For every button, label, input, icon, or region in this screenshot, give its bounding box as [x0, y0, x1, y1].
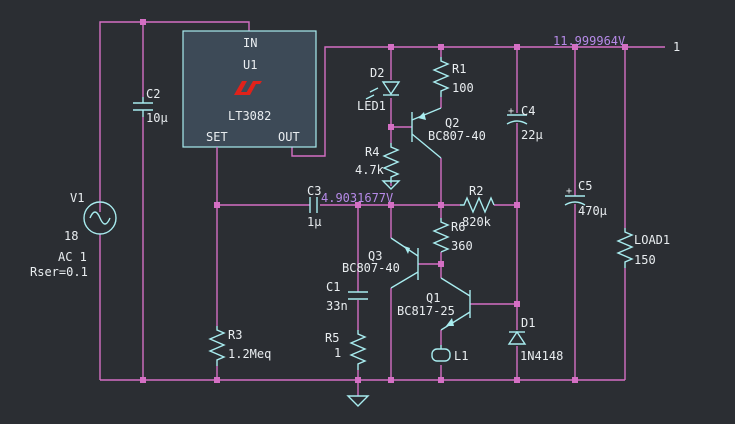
q1-transistor[interactable]: Q1 BC817-25 — [397, 277, 471, 331]
v1-value: 18 — [64, 229, 78, 243]
c1-value: 33n — [326, 299, 348, 313]
q2-ref: Q2 — [445, 116, 459, 130]
u1-pin-set: SET — [206, 130, 228, 144]
load1-value: 150 — [634, 253, 656, 267]
polarity-plus-icon: + — [566, 186, 572, 197]
c5-capacitor[interactable]: + C5 470µ — [564, 179, 607, 218]
r3-resistor[interactable]: R3 1.2Meq — [208, 326, 271, 366]
r4-resistor[interactable]: R4 4.7k — [355, 143, 401, 190]
q3-ref: Q3 — [368, 249, 382, 263]
load1-ref: LOAD1 — [634, 233, 670, 247]
r1-resistor[interactable]: R1 100 — [432, 57, 474, 97]
c4-ref: C4 — [521, 104, 535, 118]
d2-led[interactable]: D2 LED1 — [357, 66, 401, 113]
r6-value: 360 — [451, 239, 473, 253]
load1-resistor[interactable]: LOAD1 150 — [616, 228, 670, 268]
u1-ref: U1 — [243, 58, 257, 72]
v1-ref: V1 — [70, 191, 84, 205]
d2-ref: D2 — [370, 66, 384, 80]
ground-icon — [381, 180, 401, 190]
r2-value: 820k — [462, 215, 492, 229]
u1-part: LT3082 — [228, 109, 271, 123]
r2-ref: R2 — [469, 184, 483, 198]
r6-ref: R6 — [451, 220, 465, 234]
ground-icon — [346, 395, 370, 407]
q2-transistor[interactable]: Q2 BC807-40 — [411, 107, 486, 159]
u1-pin-in: IN — [243, 36, 257, 50]
net-out-label: 1 — [673, 40, 680, 54]
d1-diode[interactable]: D1 1N4148 — [507, 316, 563, 363]
r3-ref: R3 — [228, 328, 242, 342]
l1-ref: L1 — [454, 349, 468, 363]
c2-capacitor[interactable]: C2 10µ — [133, 87, 168, 125]
r1-value: 100 — [452, 81, 474, 95]
c1-ref: C1 — [326, 280, 340, 294]
c2-ref: C2 — [146, 87, 160, 101]
r6-resistor[interactable]: R6 360 — [432, 218, 473, 253]
q2-value: BC807-40 — [428, 129, 486, 143]
r1-ref: R1 — [452, 62, 466, 76]
v1-voltage-source[interactable]: V1 18 AC 1 Rser=0.1 — [30, 191, 117, 279]
sine-icon — [89, 211, 111, 225]
c5-ref: C5 — [578, 179, 592, 193]
l1-lamp[interactable]: L1 — [431, 345, 468, 363]
light-emission-icon — [365, 87, 379, 100]
u1-pin-out: OUT — [278, 130, 300, 144]
d1-ref: D1 — [521, 316, 535, 330]
c2-value: 10µ — [146, 111, 168, 125]
q3-value: BC807-40 — [342, 261, 400, 275]
c3-value: 1µ — [307, 215, 321, 229]
r4-ref: R4 — [365, 145, 379, 159]
c4-capacitor[interactable]: + C4 22µ — [506, 104, 543, 142]
c5-value: 470µ — [578, 204, 607, 218]
v1-rser: Rser=0.1 — [30, 265, 88, 279]
r5-resistor[interactable]: R5 1 — [325, 330, 370, 407]
net-out-voltage: 11.999964V — [553, 34, 625, 48]
u1-lt3082[interactable]: IN U1 LT3082 SET OUT — [182, 30, 317, 205]
d1-value: 1N4148 — [520, 349, 563, 363]
c1-capacitor[interactable]: C1 33n — [326, 280, 368, 313]
c3-capacitor[interactable]: C3 1µ — [307, 184, 321, 229]
r3-value: 1.2Meq — [228, 347, 271, 361]
d2-value: LED1 — [357, 99, 386, 113]
c4-value: 22µ — [521, 128, 543, 142]
q3-transistor[interactable]: Q3 BC807-40 — [342, 237, 419, 289]
q1-value: BC817-25 — [397, 304, 455, 318]
net-set-voltage: 4.9031677V — [321, 191, 393, 205]
r4-value: 4.7k — [355, 163, 385, 177]
polarity-plus-icon: + — [508, 106, 514, 117]
v1-ac: AC 1 — [58, 250, 87, 264]
r5-ref: R5 — [325, 331, 339, 345]
linear-logo-icon — [234, 81, 262, 95]
r2-resistor[interactable]: R2 820k — [460, 184, 495, 229]
c3-ref: C3 — [307, 184, 321, 198]
r5-value: 1 — [334, 346, 341, 360]
q1-ref: Q1 — [426, 291, 440, 305]
